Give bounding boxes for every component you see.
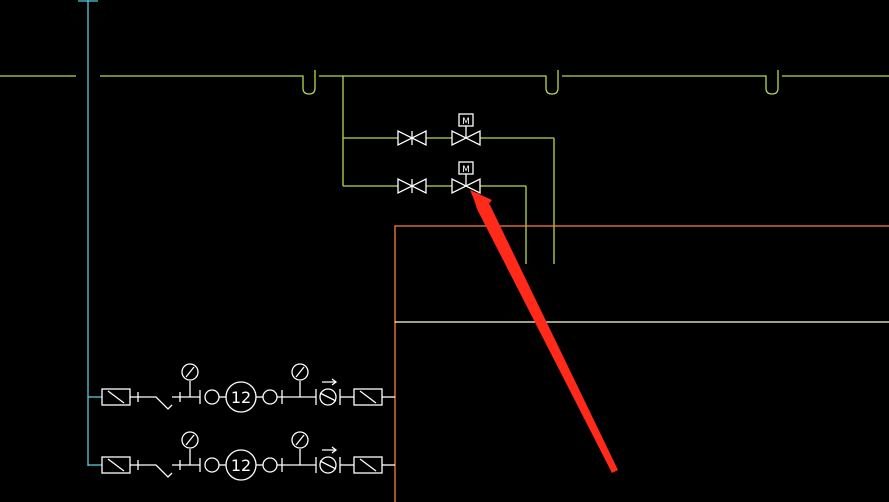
gate-valve-lower (397, 177, 427, 195)
strainer-symbol (148, 464, 173, 478)
coupling-icon (204, 389, 220, 405)
motorized-valve-upper (451, 113, 481, 147)
coupling-icon (262, 389, 278, 405)
pressure-gauge-icon (181, 363, 199, 381)
motor-actuator-box (458, 161, 474, 175)
main-supply-pipe (0, 70, 889, 95)
motorized-valve-lower (451, 161, 481, 195)
pipe-crossover-3 (758, 70, 779, 95)
flow-arrow-icon (322, 378, 338, 386)
pressure-gauge-icon (291, 363, 309, 381)
flow-arrow-icon (322, 446, 338, 454)
red-annotation-arrow (470, 190, 618, 473)
water-tank (394, 225, 889, 502)
coupling-icon (262, 457, 278, 473)
pump-number-lower: 12 (231, 456, 251, 475)
check-valve-icon (319, 388, 337, 406)
pump-train-upper (88, 363, 395, 413)
pump-train-lower (88, 431, 395, 481)
pipe-crossover-1 (295, 70, 316, 95)
gate-valve-upper (397, 129, 427, 147)
coupling-icon (204, 457, 220, 473)
check-valve-icon (319, 456, 337, 474)
motor-label-lower: M (462, 165, 470, 175)
motor-actuator-box (458, 113, 474, 127)
riser-pipe (78, 0, 98, 466)
branch-pipes (342, 76, 555, 264)
strainer-symbol (148, 396, 173, 410)
motor-label-upper: M (462, 117, 470, 127)
pressure-gauge-icon (181, 431, 199, 449)
pressure-gauge-icon (291, 431, 309, 449)
pump-number-upper: 12 (231, 388, 251, 407)
pipe-crossover-2 (538, 70, 559, 95)
